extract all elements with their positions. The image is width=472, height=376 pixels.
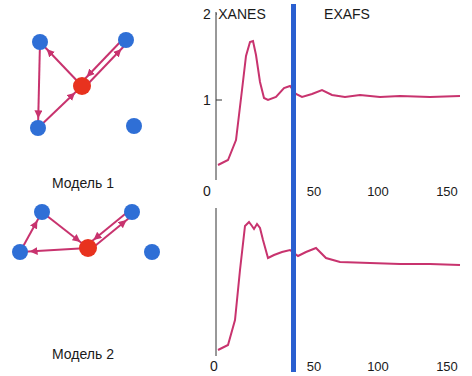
spectrum-curve xyxy=(218,41,460,165)
axis-label: 50 xyxy=(306,185,322,198)
axis-label: 150 xyxy=(435,185,459,198)
region-outline xyxy=(10,16,156,200)
model-1-arrows xyxy=(38,38,128,128)
model-region: Модель 1 xyxy=(10,16,156,200)
model-2-atoms xyxy=(12,204,160,260)
model-label: Модель 2 xyxy=(10,346,156,362)
region-divider xyxy=(291,4,296,372)
region-outline xyxy=(10,188,156,370)
model-label: Модель 1 xyxy=(10,175,156,191)
axis-label: 2 xyxy=(202,7,212,21)
axis-label: 100 xyxy=(366,360,390,373)
axis-label: 50 xyxy=(306,360,322,373)
region-label: XANES xyxy=(217,7,266,21)
model-1-atoms xyxy=(30,32,142,136)
axis-label: 150 xyxy=(435,360,459,373)
plot-axes xyxy=(216,12,222,356)
axis-label: 0 xyxy=(202,184,212,198)
axis-label: 1 xyxy=(202,93,212,107)
region-label: EXAFS xyxy=(323,7,371,21)
axis-label: 0 xyxy=(209,359,219,373)
spectrum-curve xyxy=(218,222,460,350)
model-region: Модель 2 xyxy=(10,188,156,370)
axis-label: 100 xyxy=(366,185,390,198)
